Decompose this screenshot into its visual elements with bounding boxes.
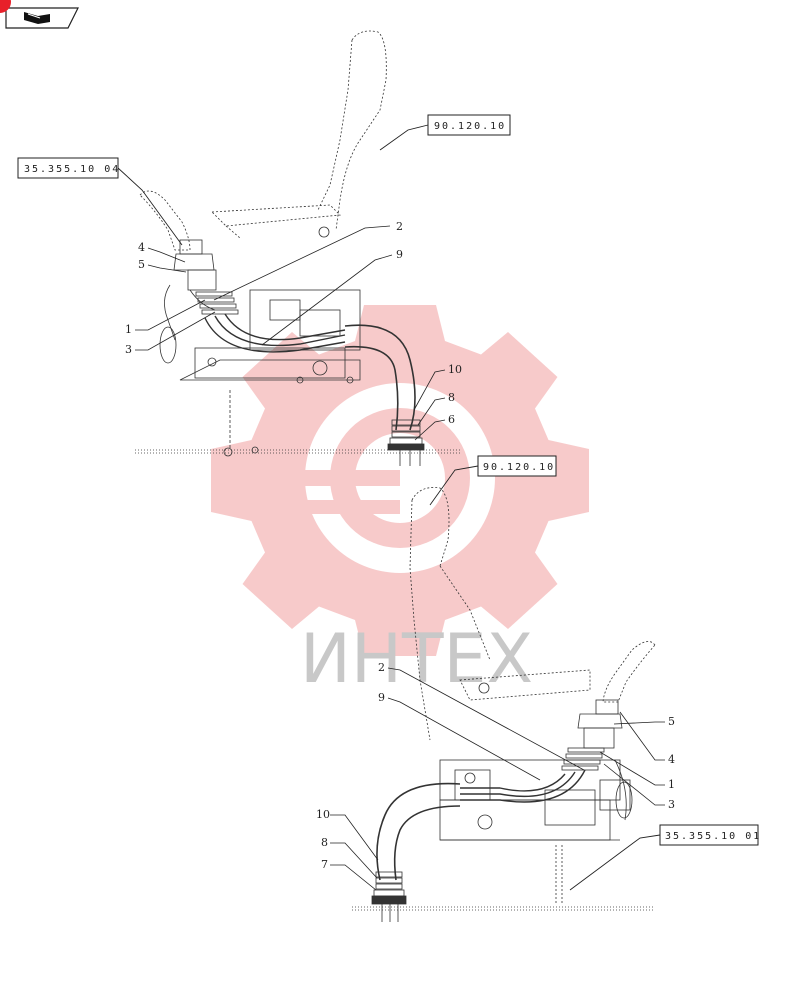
ref-box-top-joystick[interactable]: 35.355.10 04 xyxy=(17,157,120,179)
top-callouts: 2 9 4 5 1 3 10 8 6 xyxy=(125,220,462,426)
callout-top-9: 9 xyxy=(396,248,403,261)
bottom-callouts: 2 9 5 4 1 3 10 8 7 xyxy=(316,661,675,871)
callout-top-1: 1 xyxy=(125,323,132,336)
callout-bottom-5: 5 xyxy=(668,715,675,728)
red-corner-badge xyxy=(0,0,11,13)
book-arrow-icon xyxy=(24,12,50,24)
leader-line xyxy=(569,834,661,891)
svg-text:35.355.10 04: 35.355.10 04 xyxy=(24,164,120,175)
callout-bottom-9: 9 xyxy=(378,691,385,704)
callout-top-10: 10 xyxy=(448,363,462,376)
callout-bottom-8: 8 xyxy=(321,836,328,849)
ref-box-bottom-seat[interactable]: 90.120.10 xyxy=(477,455,557,477)
callout-top-8: 8 xyxy=(448,391,455,404)
top-seat-assembly xyxy=(135,30,460,466)
watermark-text: ИНТЕХ xyxy=(300,620,533,699)
leader-line xyxy=(379,124,429,151)
callout-bottom-4: 4 xyxy=(668,753,675,766)
svg-text:90.120.10: 90.120.10 xyxy=(483,462,555,473)
callout-bottom-10: 10 xyxy=(316,808,330,821)
callout-top-2: 2 xyxy=(396,220,403,233)
callout-top-5: 5 xyxy=(138,258,145,271)
callout-bottom-2: 2 xyxy=(378,661,385,674)
ref-box-bottom-joystick[interactable]: 35.355.10 01 xyxy=(659,824,761,846)
svg-text:35.355.10 01: 35.355.10 01 xyxy=(665,831,761,842)
back-to-index-button[interactable] xyxy=(5,7,79,29)
svg-text:90.120.10: 90.120.10 xyxy=(434,121,506,132)
bottom-callout-leaders xyxy=(330,667,665,891)
callout-top-4: 4 xyxy=(138,241,145,254)
callout-top-6: 6 xyxy=(448,413,455,426)
leader-line xyxy=(117,167,183,246)
watermark-gear xyxy=(211,305,589,656)
callout-top-3: 3 xyxy=(125,343,132,356)
leader-line xyxy=(429,465,479,506)
callout-bottom-7: 7 xyxy=(321,858,328,871)
ref-box-top-seat[interactable]: 90.120.10 xyxy=(427,114,511,136)
top-callout-leaders xyxy=(135,225,446,441)
callout-bottom-1: 1 xyxy=(668,778,675,791)
callout-bottom-3: 3 xyxy=(668,798,675,811)
